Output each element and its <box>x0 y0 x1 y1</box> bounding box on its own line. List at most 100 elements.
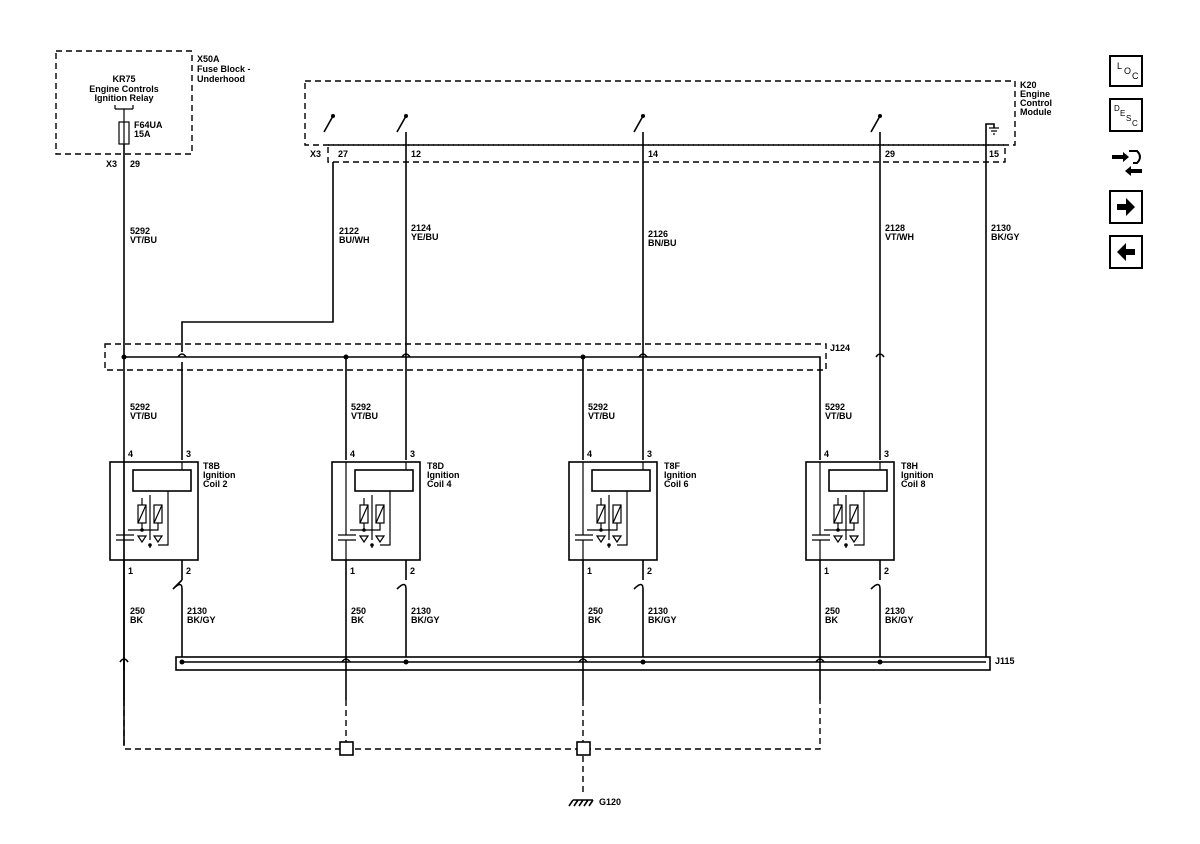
svg-text:Coil 6: Coil 6 <box>664 479 689 489</box>
description-button[interactable]: D E S C <box>1109 98 1143 132</box>
svg-text:BK: BK <box>130 615 143 625</box>
ecm-name-1: Engine <box>1020 89 1050 99</box>
svg-text:4: 4 <box>587 449 592 459</box>
svg-text:5292: 5292 <box>130 402 150 412</box>
wire-2122 <box>181 162 334 352</box>
fuse-rating: 15A <box>134 129 151 139</box>
svg-text:250: 250 <box>825 606 840 616</box>
ignition-coil-t8d <box>331 461 421 590</box>
svg-text:2130: 2130 <box>991 223 1011 233</box>
ecm-connector-outline <box>327 144 1006 163</box>
svg-text:2: 2 <box>410 566 415 576</box>
ecm-pin-14: 14 <box>648 149 658 159</box>
svg-text:3: 3 <box>884 449 889 459</box>
ecm-pin-29: 29 <box>885 149 895 159</box>
svg-text:5292: 5292 <box>825 402 845 412</box>
ground-eyelet-2 <box>576 741 591 756</box>
svg-text:2122: 2122 <box>339 226 359 236</box>
svg-text:S: S <box>1126 114 1131 123</box>
svg-text:BK/GY: BK/GY <box>411 615 440 625</box>
splice-j124-outline <box>104 343 827 371</box>
svg-text:BK: BK <box>588 615 601 625</box>
arrow-right-icon <box>1117 198 1135 216</box>
fuse-block-pin: 29 <box>130 159 140 169</box>
desc-icon: D E S C <box>1114 104 1138 128</box>
svg-text:BK/GY: BK/GY <box>187 615 216 625</box>
svg-text:BK/GY: BK/GY <box>648 615 677 625</box>
svg-text:BK: BK <box>825 615 838 625</box>
svg-text:2130: 2130 <box>885 606 905 616</box>
svg-text:T8B: T8B <box>203 461 221 471</box>
svg-text:BK/GY: BK/GY <box>885 615 914 625</box>
svg-text:250: 250 <box>130 606 145 616</box>
svg-text:VT/BU: VT/BU <box>351 411 378 421</box>
svg-text:4: 4 <box>824 449 829 459</box>
svg-text:1: 1 <box>350 566 355 576</box>
connector-view-button[interactable] <box>1109 143 1145 183</box>
ecm-driver-switch-icon <box>323 114 882 133</box>
location-button[interactable]: L O C <box>1109 55 1143 87</box>
svg-text:3: 3 <box>186 449 191 459</box>
ecm-connector: X3 <box>310 149 321 159</box>
svg-text:T8H: T8H <box>901 461 918 471</box>
splice-j115-label: J115 <box>995 656 1015 666</box>
fuse-block-name-2: Underhood <box>197 74 245 84</box>
svg-text:2124: 2124 <box>411 223 431 233</box>
relay-name-1: Engine Controls <box>89 84 159 94</box>
svg-text:VT/BU: VT/BU <box>588 411 615 421</box>
next-page-button[interactable] <box>1109 190 1143 224</box>
fuse-block-id: X50A <box>197 54 220 64</box>
svg-text:BN/BU: BN/BU <box>648 238 677 248</box>
loc-icon: L O C <box>1117 61 1139 81</box>
svg-text:T8F: T8F <box>664 461 681 471</box>
svg-text:E: E <box>1120 109 1125 118</box>
ecm-pin-15: 15 <box>989 149 999 159</box>
svg-text:O: O <box>1124 66 1131 76</box>
svg-text:250: 250 <box>351 606 366 616</box>
svg-text:5292: 5292 <box>351 402 371 412</box>
svg-text:2130: 2130 <box>411 606 431 616</box>
svg-text:1: 1 <box>128 566 133 576</box>
svg-text:Coil 2: Coil 2 <box>203 479 228 489</box>
svg-text:Ignition: Ignition <box>203 470 236 480</box>
ecm-name-3: Module <box>1020 107 1052 117</box>
svg-text:L: L <box>1117 61 1122 71</box>
svg-text:Coil 8: Coil 8 <box>901 479 926 489</box>
svg-text:Ignition: Ignition <box>901 470 934 480</box>
svg-text:Ignition: Ignition <box>427 470 460 480</box>
svg-text:5292: 5292 <box>588 402 608 412</box>
svg-text:C: C <box>1132 71 1139 81</box>
svg-text:2128: 2128 <box>885 223 905 233</box>
svg-text:Coil 4: Coil 4 <box>427 479 452 489</box>
svg-text:BK: BK <box>351 615 364 625</box>
fuse-block-name-1: Fuse Block - <box>197 64 251 74</box>
svg-text:250: 250 <box>588 606 603 616</box>
svg-text:VT/WH: VT/WH <box>885 232 914 242</box>
relay-id: KR75 <box>112 74 135 84</box>
arrow-left-icon <box>1117 243 1135 261</box>
svg-text:VT/BU: VT/BU <box>825 411 852 421</box>
svg-text:3: 3 <box>647 449 652 459</box>
svg-text:5292: 5292 <box>130 226 150 236</box>
fuse-block-connector: X3 <box>106 159 117 169</box>
ignition-coil-t8h <box>805 461 895 590</box>
svg-text:VT/BU: VT/BU <box>130 411 157 421</box>
chassis-ground-icon <box>568 799 594 807</box>
svg-text:2130: 2130 <box>187 606 207 616</box>
ground-eyelet-1 <box>339 741 354 756</box>
ecm-ground-icon <box>985 123 999 162</box>
ecm-id: K20 <box>1020 80 1037 90</box>
svg-text:2126: 2126 <box>648 229 668 239</box>
previous-page-button[interactable] <box>1109 235 1143 269</box>
svg-text:3: 3 <box>410 449 415 459</box>
svg-text:4: 4 <box>350 449 355 459</box>
ground-harness <box>123 700 821 792</box>
svg-text:C: C <box>1132 119 1138 128</box>
svg-text:D: D <box>1114 104 1120 113</box>
ecm-pin-27: 27 <box>338 149 348 159</box>
splice-j124-label: J124 <box>830 343 850 353</box>
svg-text:4: 4 <box>128 449 133 459</box>
svg-text:2130: 2130 <box>648 606 668 616</box>
svg-text:1: 1 <box>824 566 829 576</box>
